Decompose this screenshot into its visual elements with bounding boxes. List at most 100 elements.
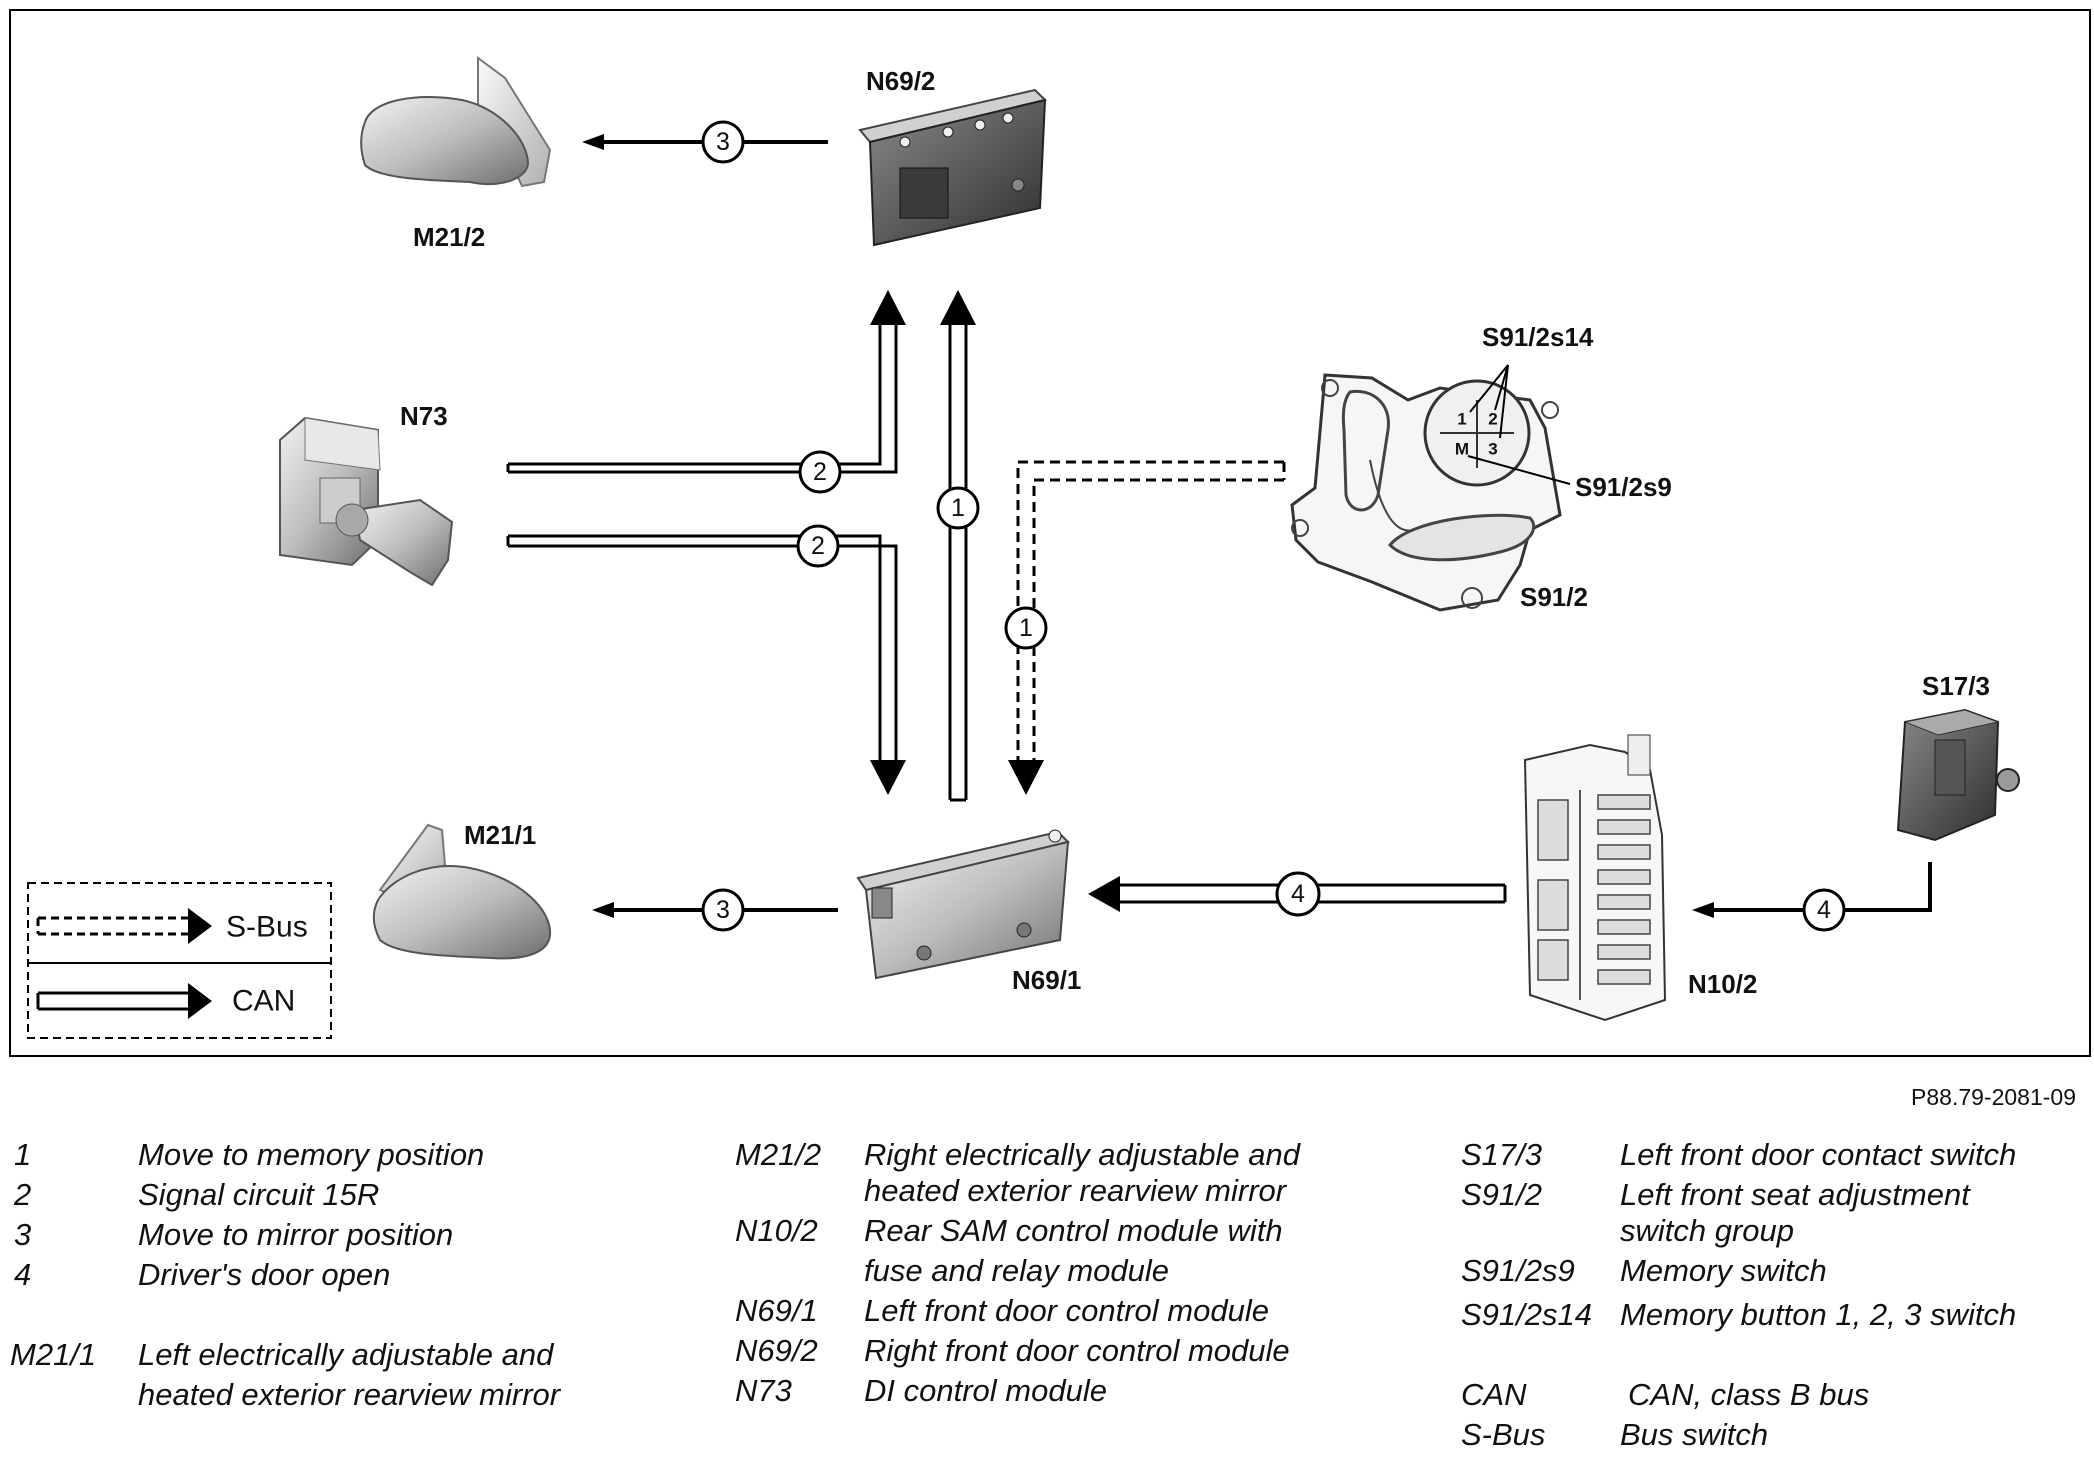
signal-1-sbus-path [1016,460,1286,762]
label-s91-2s14: S91/2s14 [1482,322,1594,352]
signal-2-upper-can-path [506,323,898,474]
key-code: 3 [14,1217,32,1252]
signal-4-line-arrowhead [1692,902,1714,918]
legend-can-arrowhead [188,983,212,1019]
key-code: S91/2s9 [1461,1253,1575,1288]
n10-2-fuse-module-image [1523,734,1667,1022]
label-n73: N73 [400,401,448,431]
signal-3-top-number: 3 [716,128,730,156]
leader-s14-b [1494,364,1509,411]
s17-3-switch-image [1896,708,2020,842]
signal-4-can-number: 4 [1291,880,1305,908]
button-1-label: 1 [1457,410,1466,429]
signal-3-top-arrowhead [582,134,604,150]
signal-2-lower-number: 2 [811,532,825,560]
legend-box [27,882,332,1039]
m21-2-mirror-image [360,56,552,188]
signal-4-can-arrowhead [1088,876,1120,912]
legend-can-label: CAN [232,985,295,1018]
key-description: Rear SAM control module with [864,1213,1283,1248]
label-s91-2s9: S91/2s9 [1575,472,1672,502]
legend-sbus-symbol [36,916,190,936]
figure-code: P88.79-2081-09 [1911,1084,2076,1110]
label-m21-2: M21/2 [413,222,485,252]
label-n10-2: N10/2 [1688,969,1757,999]
signal-1-can-path [948,323,968,802]
signal-3-top-circle [701,120,745,164]
n73-ignition-image [279,416,454,587]
key-code: 4 [14,1257,32,1292]
leader-s9 [1467,455,1571,485]
signal-3-bottom-arrowhead [592,902,614,918]
key-code: N69/2 [735,1333,818,1368]
legend-sbus-label: S-Bus [226,911,308,944]
signal-1-sbus-number: 1 [1019,614,1033,642]
label-m21-1: M21/1 [464,820,536,850]
key-code: N10/2 [735,1213,818,1248]
signal-1-can-number: 1 [951,494,965,522]
key-code: 2 [14,1177,32,1212]
signal-2-upper-arrowhead [870,290,906,325]
key-description: Right electrically adjustable and [864,1137,1300,1172]
key-description: Left front seat adjustment [1620,1177,1970,1212]
key-description: heated exterior rearview mirror [864,1173,1287,1208]
signal-4-line-circle [1802,888,1846,932]
signal-1-sbus-circle [1004,606,1048,650]
signal-1-sbus-arrowhead [1008,760,1044,795]
n69-2-module-image [858,88,1047,247]
key-description: Bus switch [1620,1417,1769,1452]
key-description: switch group [1620,1213,1795,1248]
signal-2-lower-can-path [506,534,898,762]
label-s91-2: S91/2 [1520,582,1588,612]
legend-can-symbol [36,991,190,1011]
button-2-label: 2 [1488,410,1497,429]
diagram-frame [9,9,2091,1057]
key-code: CAN [1461,1377,1527,1412]
key-code: S91/2s14 [1461,1297,1592,1332]
signal-3-bottom-circle [701,888,745,932]
button-3-label: 3 [1488,440,1497,459]
key-description: fuse and relay module [864,1253,1170,1288]
key-code: 1 [14,1137,32,1172]
signal-2-upper-number: 2 [813,458,827,486]
key-code: S91/2 [1461,1177,1543,1212]
label-n69-1: N69/1 [1012,965,1081,995]
key-description: DI control module [864,1373,1107,1408]
key-description: CAN, class B bus [1628,1377,1870,1412]
label-n69-2: N69/2 [866,66,935,96]
n69-1-module-image [856,829,1070,980]
key-description: Right front door control module [864,1333,1290,1368]
s91-2-switch-group-image [1290,373,1562,612]
button-m-label: M [1455,440,1469,459]
key-description: Memory switch [1620,1253,1827,1288]
key-code: M21/2 [735,1137,822,1172]
legend-sbus-arrowhead [188,908,212,944]
key-description: Driver's door open [138,1257,391,1292]
signal-3-bottom-number: 3 [716,896,730,924]
key-description: Left electrically adjustable and [138,1337,554,1372]
key-code: M21/1 [10,1337,97,1372]
key-description: Left front door contact switch [1620,1137,2017,1172]
key-code: S-Bus [1461,1417,1546,1452]
key-code: S17/3 [1461,1137,1543,1172]
leader-s14-c [1499,364,1509,439]
signal-2-lower-arrowhead [870,760,906,795]
leader-s14-a [1469,364,1509,413]
signal-1-can-arrowhead [940,290,976,325]
key-description: Left front door control module [864,1293,1269,1328]
signal-4-line-path [1708,862,1932,912]
key-description: Move to memory position [138,1137,485,1172]
signal-4-can-circle [1275,871,1321,917]
signal-2-lower-circle [796,524,840,568]
signal-2-upper-circle [798,450,842,494]
key-description: Move to mirror position [138,1217,454,1252]
signal-1-can-circle [936,486,980,530]
key-code: N69/1 [735,1293,818,1328]
signal-4-line-number: 4 [1817,896,1831,924]
key-description: heated exterior rearview mirror [138,1377,561,1412]
key-code: N73 [735,1373,792,1408]
key-description: Memory button 1, 2, 3 switch [1620,1297,2017,1332]
key-description: Signal circuit 15R [138,1177,380,1212]
m21-1-mirror-image [372,823,552,960]
